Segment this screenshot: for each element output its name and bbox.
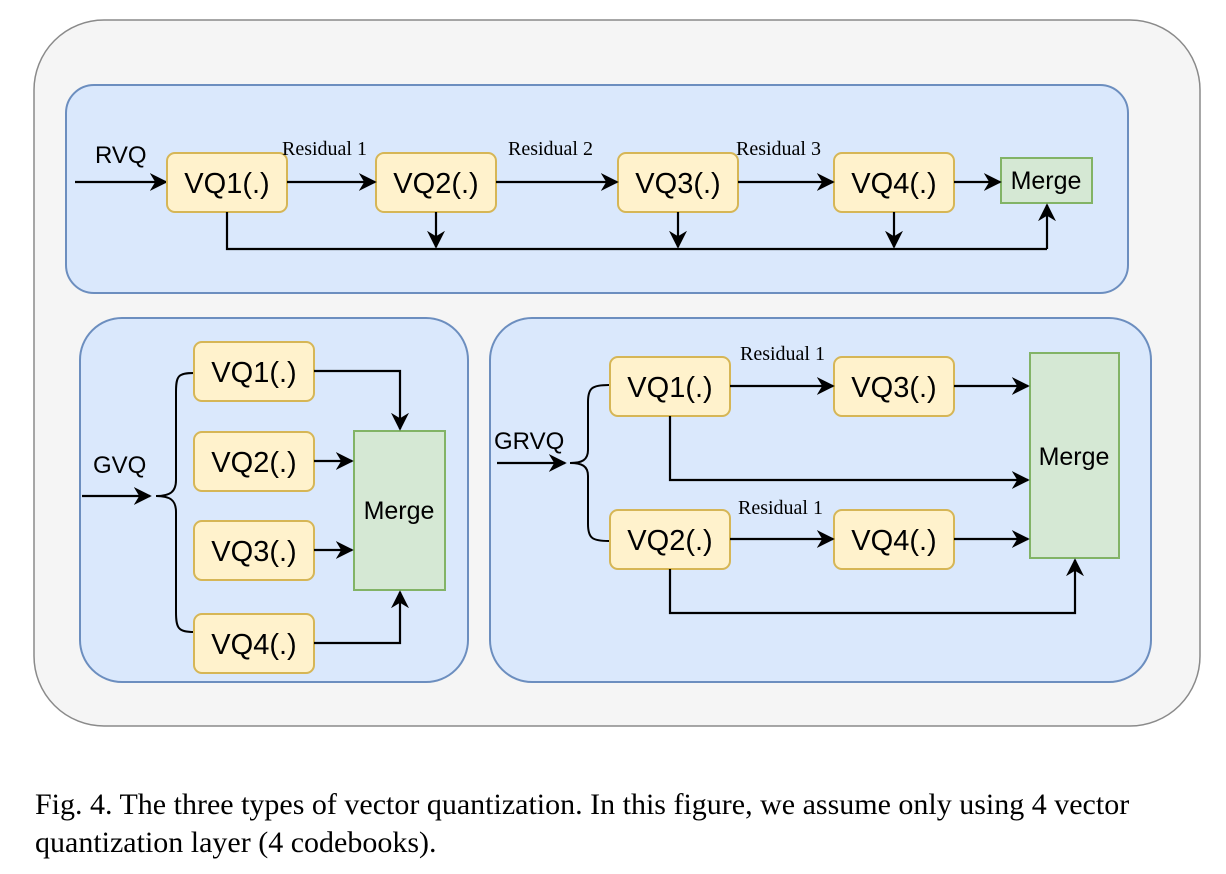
rvq-vq4-label: VQ4(.) — [851, 168, 936, 200]
gvq-vq1-to-merge-arrow — [314, 369, 409, 431]
grvq-vq1-to-merge-arrow — [668, 416, 1030, 489]
grvq-merge-box — [1029, 352, 1120, 559]
grvq-merge-label: Merge — [1039, 443, 1110, 471]
rvq-merge-box — [1000, 157, 1093, 204]
gvq-vq3-label: VQ3(.) — [211, 536, 296, 568]
gvq-vq4-to-merge-arrow — [314, 590, 409, 645]
gvq-panel: GVQ VQ1(.) VQ2(.) VQ3(.) VQ4(.) Merge — [79, 317, 469, 683]
grvq-residual-bottom-label: Residual 1 — [738, 497, 823, 519]
rvq-residual2-label: Residual 2 — [508, 138, 593, 160]
grvq-panel: GRVQ VQ1(.) VQ3(.) VQ2(.) VQ4(.) Merge R… — [489, 317, 1152, 683]
rvq-vq1-label: VQ1(.) — [184, 168, 269, 200]
gvq-label: GVQ — [93, 452, 146, 479]
grvq-vq1-label: VQ1(.) — [627, 372, 712, 404]
grvq-residual-top-label: Residual 1 — [740, 343, 825, 365]
figure-caption: Fig. 4. The three types of vector quanti… — [35, 788, 1130, 859]
gvq-vq1-label: VQ1(.) — [211, 357, 296, 389]
rvq-merge-label: Merge — [1011, 167, 1082, 195]
rvq-vq2-label: VQ2(.) — [393, 168, 478, 200]
grvq-vq2-to-merge-arrow — [668, 558, 1084, 615]
rvq-residual3-label: Residual 3 — [736, 138, 821, 160]
grvq-label: GRVQ — [494, 428, 564, 455]
vq-diagram: RVQ VQ1(.) VQ2(.) VQ3(.) VQ4(.) Merge Re… — [33, 19, 1201, 727]
rvq-output-bus — [225, 212, 1047, 251]
gvq-split-brace — [155, 372, 195, 633]
rvq-panel: RVQ VQ1(.) VQ2(.) VQ3(.) VQ4(.) Merge Re… — [65, 84, 1129, 294]
gvq-vq4-label: VQ4(.) — [211, 629, 296, 661]
gvq-merge-label: Merge — [364, 497, 435, 525]
rvq-vq3-label: VQ3(.) — [635, 168, 720, 200]
rvq-panel-background — [65, 84, 1129, 294]
gvq-vq2-label: VQ2(.) — [211, 447, 296, 479]
gvq-merge-box — [353, 430, 446, 591]
grvq-vq3-label: VQ3(.) — [851, 372, 936, 404]
grvq-vq2-label: VQ2(.) — [627, 525, 712, 557]
rvq-label: RVQ — [95, 142, 147, 169]
grvq-vq4-label: VQ4(.) — [851, 525, 936, 557]
rvq-residual1-label: Residual 1 — [282, 138, 367, 160]
grvq-split-brace — [569, 384, 610, 542]
